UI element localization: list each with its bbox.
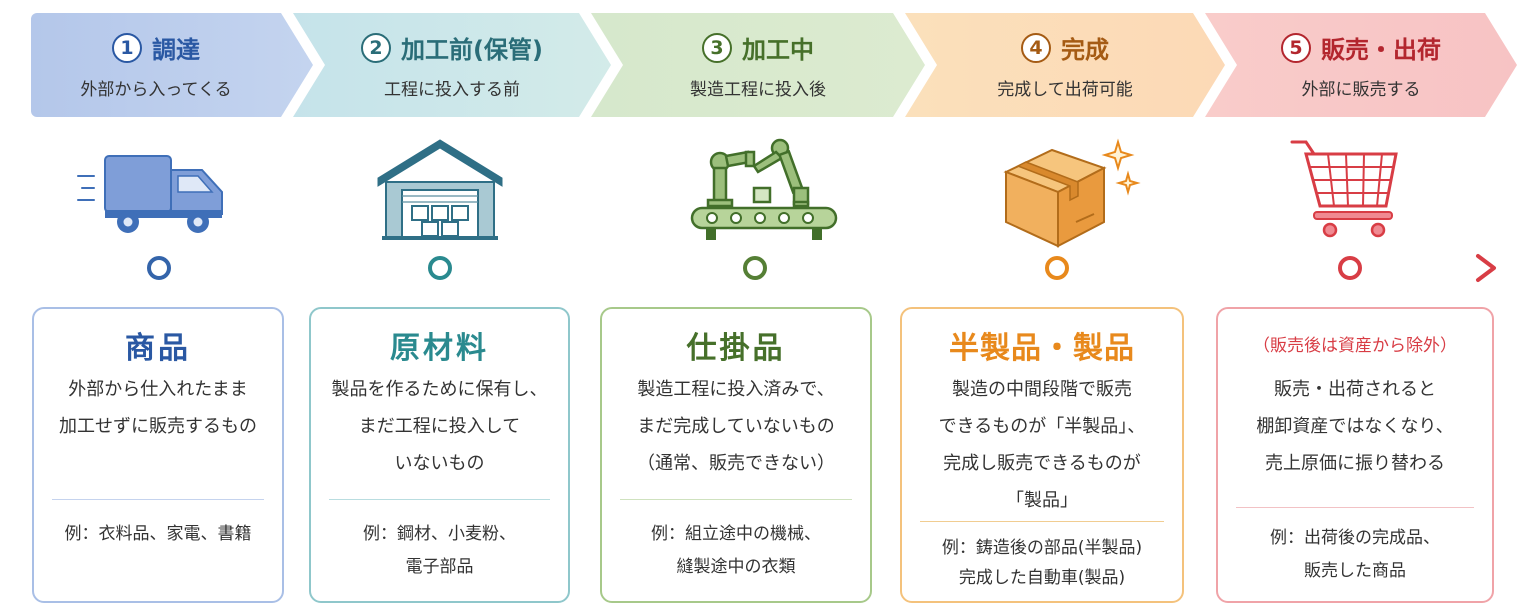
card-example-products: 例：鋳造後の部品(半製品) 完成した自動車(製品) — [941, 538, 1143, 588]
card-work-in-progress: 仕掛品 製造工程に投入済みで、 まだ完成していないもの （通常、販売できない） … — [600, 307, 872, 603]
stage-header-sales: 5 販売・出荷 外部に販売する — [1205, 13, 1517, 117]
card-divider — [620, 499, 852, 500]
card-divider — [52, 499, 264, 500]
card-title-after-sale: （販売後は資産から除外） — [1253, 336, 1457, 356]
card-divider — [1236, 507, 1474, 508]
step-number-4: 4 — [1021, 33, 1051, 63]
stage-title-5: 販売・出荷 — [1321, 36, 1441, 64]
delivery-truck-icon — [77, 155, 223, 233]
step-number-3: 3 — [702, 33, 732, 63]
timeline-node-4 — [1045, 256, 1069, 280]
card-description-products: 製造の中間段階で販売 できるものが「半製品」、 完成し販売できるものが 「製品」 — [938, 379, 1146, 511]
timeline-node-3 — [743, 256, 767, 280]
card-divider — [920, 521, 1164, 522]
card-description-merchandise: 外部から仕入れたまま 加工せずに販売するもの — [59, 379, 257, 437]
stage-header-processing: 3 加工中 製造工程に投入後 — [591, 13, 925, 117]
timeline-arrow — [32, 254, 1496, 282]
stage-header-completed: 4 完成 完成して出荷可能 — [905, 13, 1225, 117]
shopping-cart-icon — [1290, 140, 1398, 238]
card-example-raw-materials: 例：鋼材、小麦粉、 電子部品 — [363, 524, 516, 577]
stage-subtitle-1: 外部から入ってくる — [80, 80, 232, 100]
warehouse-icon — [377, 139, 503, 240]
card-example-work-in-progress: 例：組立途中の機械、 縫製途中の衣類 — [651, 524, 821, 577]
card-title-products: 半製品・製品 — [949, 331, 1135, 366]
card-title-merchandise: 商品 — [125, 331, 191, 366]
card-description-work-in-progress: 製造工程に投入済みで、 まだ完成していないもの （通常、販売できない） — [637, 379, 835, 474]
card-description-after-sale: 販売・出荷されると 棚卸資産ではなくなり、 売上原価に振り替わる — [1256, 379, 1454, 474]
stage-title-4: 完成 — [1061, 36, 1109, 64]
step-number-1: 1 — [112, 33, 142, 63]
card-title-work-in-progress: 仕掛品 — [686, 331, 786, 366]
stage-subtitle-5: 外部に販売する — [1301, 80, 1421, 100]
stage-subtitle-4: 完成して出荷可能 — [997, 80, 1133, 100]
timeline-node-1 — [147, 256, 171, 280]
card-after-sale: （販売後は資産から除外） 販売・出荷されると 棚卸資産ではなくなり、 売上原価に… — [1216, 307, 1494, 603]
stage-title-1: 調達 — [152, 36, 200, 64]
card-description-raw-materials: 製品を作るために保有し、 まだ工程に投入して いないもの — [331, 379, 548, 474]
timeline-node-5 — [1338, 256, 1362, 280]
stage-title-3: 加工中 — [742, 36, 814, 64]
card-divider — [329, 499, 550, 500]
stage-header-procurement: 1 調達 外部から入ってくる — [31, 13, 313, 117]
card-raw-materials: 原材料 製品を作るために保有し、 まだ工程に投入して いないもの 例：鋼材、小麦… — [309, 307, 570, 603]
box-sparkle-icon — [1003, 138, 1141, 248]
card-title-raw-materials: 原材料 — [390, 331, 489, 366]
timeline-node-2 — [428, 256, 452, 280]
stage-header-pre-processing: 2 加工前(保管) 工程に投入する前 — [293, 13, 611, 117]
card-products: 半製品・製品 製造の中間段階で販売 できるものが「半製品」、 完成し販売できるも… — [900, 307, 1184, 603]
card-example-after-sale: 例：出荷後の完成品、 販売した商品 — [1270, 528, 1440, 581]
step-number-2: 2 — [361, 33, 391, 63]
step-number-5: 5 — [1281, 33, 1311, 63]
stage-subtitle-3: 製造工程に投入後 — [690, 80, 826, 100]
stage-subtitle-2: 工程に投入する前 — [384, 80, 520, 100]
card-example-merchandise: 例：衣料品、家電、書籍 — [64, 524, 252, 544]
card-merchandise: 商品 外部から仕入れたまま 加工せずに販売するもの 例：衣料品、家電、書籍 — [32, 307, 284, 603]
stage-title-2: 加工前(保管) — [401, 36, 543, 64]
robot-arm-conveyor-icon — [690, 138, 838, 240]
